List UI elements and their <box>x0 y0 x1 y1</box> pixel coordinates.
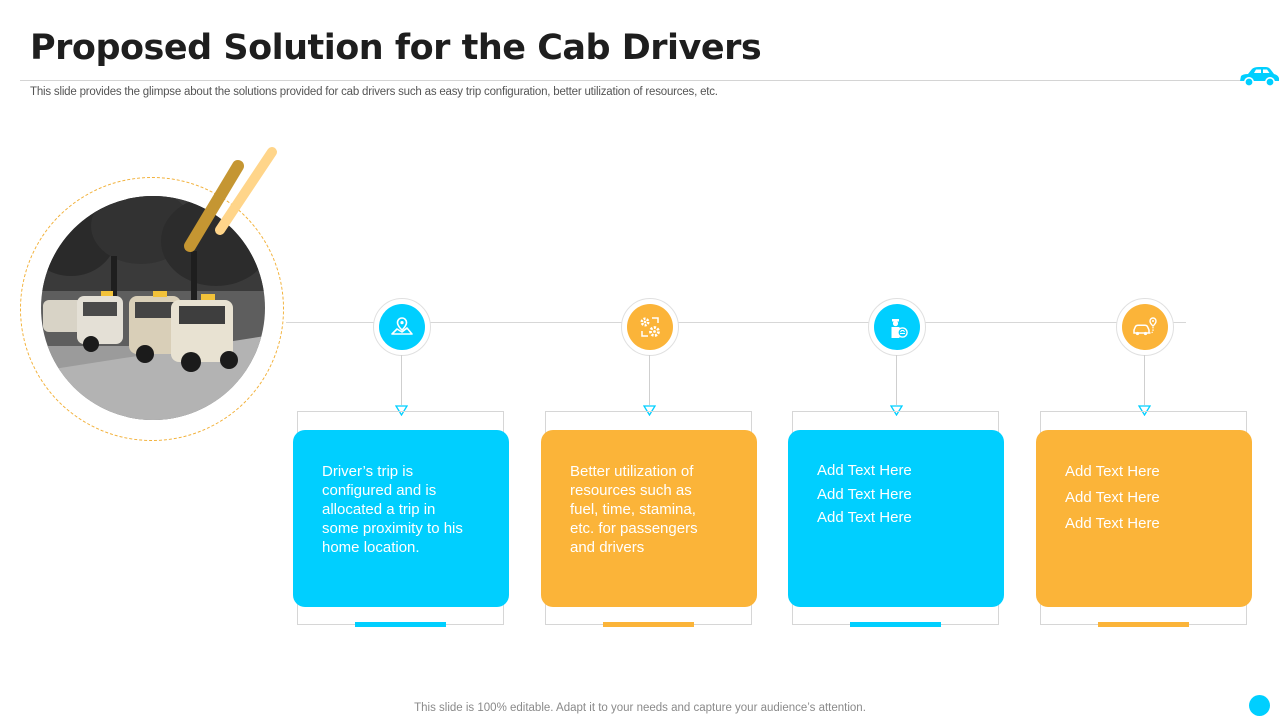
down-arrow-icon <box>395 405 408 416</box>
step-2-connector <box>649 355 650 405</box>
slide-indicator-dot <box>1249 695 1270 716</box>
photo-dashed-ring <box>20 177 284 441</box>
step-4-accent-bar <box>1098 622 1189 627</box>
step-4: Add Text Here Add Text Here Add Text Her… <box>1036 298 1256 628</box>
step-2-accent-bar <box>603 622 694 627</box>
step-1-text: Driver’s trip is configured and is alloc… <box>322 463 463 556</box>
down-arrow-icon <box>643 405 656 416</box>
footer-note: This slide is 100% editable. Adapt it to… <box>414 702 866 714</box>
car-icon <box>1240 67 1279 87</box>
step-3: Add Text Here Add Text Here Add Text Her… <box>788 298 1008 628</box>
step-3-accent-bar <box>850 622 941 627</box>
slide-subtitle: This slide provides the glimpse about th… <box>30 86 718 98</box>
down-arrow-icon <box>890 405 903 416</box>
step-4-node <box>1116 298 1174 356</box>
down-arrow-icon <box>1138 405 1151 416</box>
step-4-card: Add Text Here Add Text Here Add Text Her… <box>1036 430 1252 607</box>
slide-title: Proposed Solution for the Cab Drivers <box>30 28 762 68</box>
step-1-node <box>373 298 431 356</box>
step-3-card: Add Text Here Add Text Here Add Text Her… <box>788 430 1004 607</box>
timeline-line <box>286 322 1186 323</box>
step-2: Better utilization of resources such as … <box>541 298 761 628</box>
step-1-connector <box>401 355 402 405</box>
step-3-node <box>868 298 926 356</box>
map-pin-icon <box>391 317 413 335</box>
step-2-card: Better utilization of resources such as … <box>541 430 757 607</box>
title-divider <box>20 80 1240 81</box>
step-1-accent-bar <box>355 622 446 627</box>
step-2-text: Better utilization of resources such as … <box>570 463 698 556</box>
photo-group <box>20 177 286 443</box>
step-3-text: Add Text Here Add Text Here Add Text Her… <box>817 462 912 526</box>
step-4-connector <box>1144 355 1145 405</box>
step-2-node <box>621 298 679 356</box>
driver-icon <box>891 319 908 338</box>
car-route-icon <box>1133 317 1157 336</box>
decorative-stripes <box>184 147 277 252</box>
step-1-card: Driver’s trip is configured and is alloc… <box>293 430 509 607</box>
step-1: Driver’s trip is configured and is alloc… <box>293 298 513 628</box>
gears-icon <box>640 317 660 337</box>
step-4-text: Add Text Here Add Text Here Add Text Her… <box>1065 463 1160 532</box>
step-3-connector <box>896 355 897 405</box>
